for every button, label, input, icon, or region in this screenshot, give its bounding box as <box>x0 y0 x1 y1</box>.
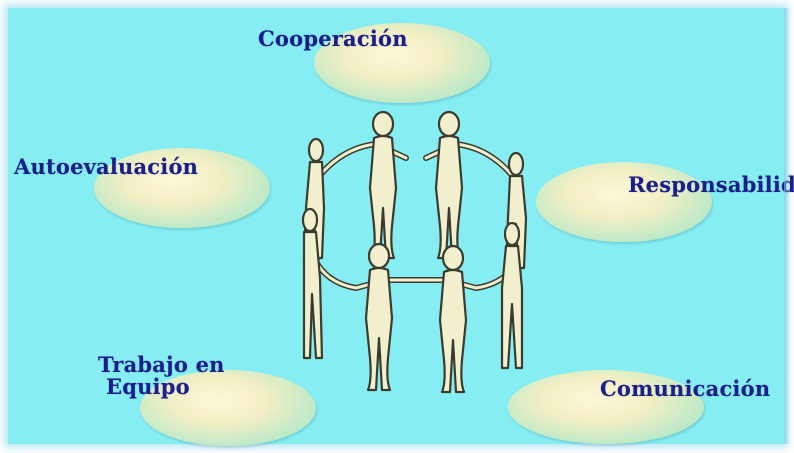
responsabilidad-label: Responsabilidad <box>628 172 794 197</box>
trabajo-en-equipo-label: Trabajo en Equipo <box>98 354 225 398</box>
diagram-panel: Cooperación Autoevaluación Responsabilid… <box>8 8 794 446</box>
trabajo-line-1: Trabajo en <box>98 352 225 377</box>
cooperacion-label: Cooperación <box>258 26 408 51</box>
autoevaluacion-oval <box>94 148 270 228</box>
comunicacion-label: Comunicación <box>600 376 771 401</box>
responsabilidad-oval <box>536 162 712 242</box>
people-circle-icon <box>301 110 528 394</box>
autoevaluacion-label: Autoevaluación <box>14 154 199 179</box>
trabajo-line-2: Equipo <box>106 374 190 399</box>
trabajo-en-equipo-oval <box>140 370 316 446</box>
cooperacion-oval <box>314 23 490 103</box>
comunicacion-oval <box>508 370 704 444</box>
